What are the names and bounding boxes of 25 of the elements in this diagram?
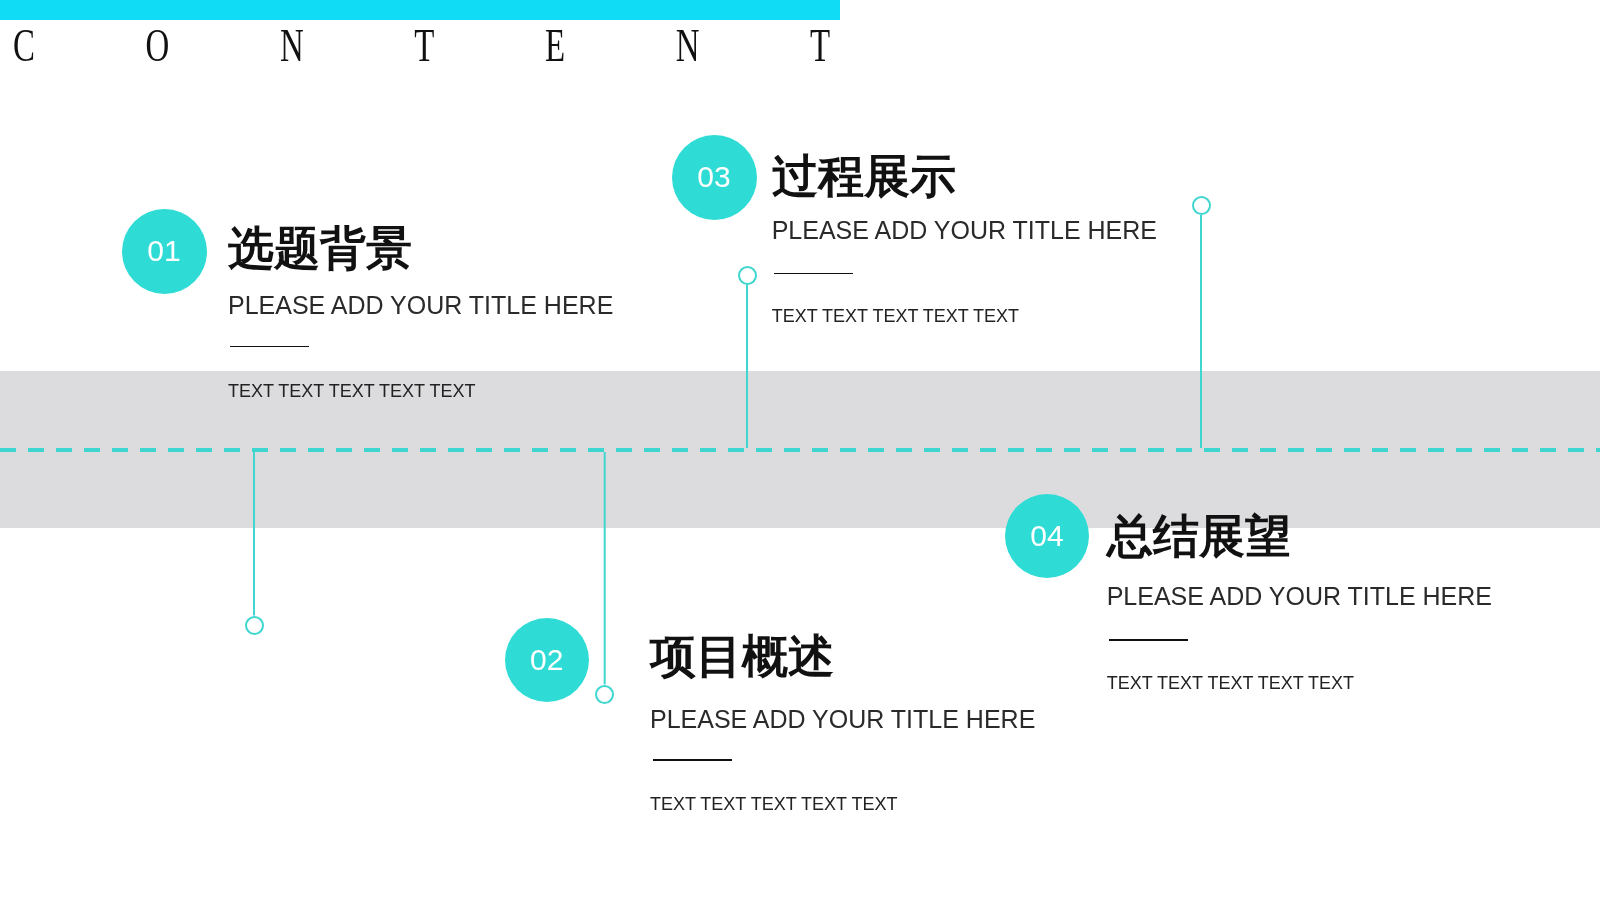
ring-marker (1191, 196, 1211, 215)
title: CONTENT (13, 22, 831, 69)
connector-line (1200, 214, 1202, 449)
subtitle: PLEASE ADD YOUR TITLE HERE (1106, 583, 1492, 609)
body-text: TEXT TEXT TEXT TEXT TEXT (771, 306, 1020, 325)
connector-line (603, 451, 606, 686)
number-circle: 04 (1005, 494, 1089, 578)
body-text: TEXT TEXT TEXT TEXT TEXT (1106, 673, 1355, 692)
heading: 项目概述 (650, 632, 834, 679)
subtitle: PLEASE ADD YOUR TITLE HERE (228, 293, 614, 319)
heading: 过程展示 (771, 153, 956, 199)
number-circle: 02 (504, 618, 589, 702)
ring-marker (737, 265, 757, 285)
ring-marker (244, 615, 264, 635)
number-circle: 03 (671, 134, 757, 220)
ring-marker (595, 684, 615, 704)
heading: 选题背景 (228, 225, 412, 271)
subtitle: PLEASE ADD YOUR TITLE HERE (771, 218, 1157, 244)
body-text: TEXT TEXT TEXT TEXT TEXT (228, 381, 476, 400)
body-text: TEXT TEXT TEXT TEXT TEXT (650, 795, 898, 814)
number-circle: 01 (121, 208, 207, 294)
connector-line (253, 451, 255, 617)
subtitle: PLEASE ADD YOUR TITLE HERE (650, 706, 1036, 732)
connector-line (746, 283, 748, 449)
heading: 总结展望 (1106, 513, 1291, 559)
